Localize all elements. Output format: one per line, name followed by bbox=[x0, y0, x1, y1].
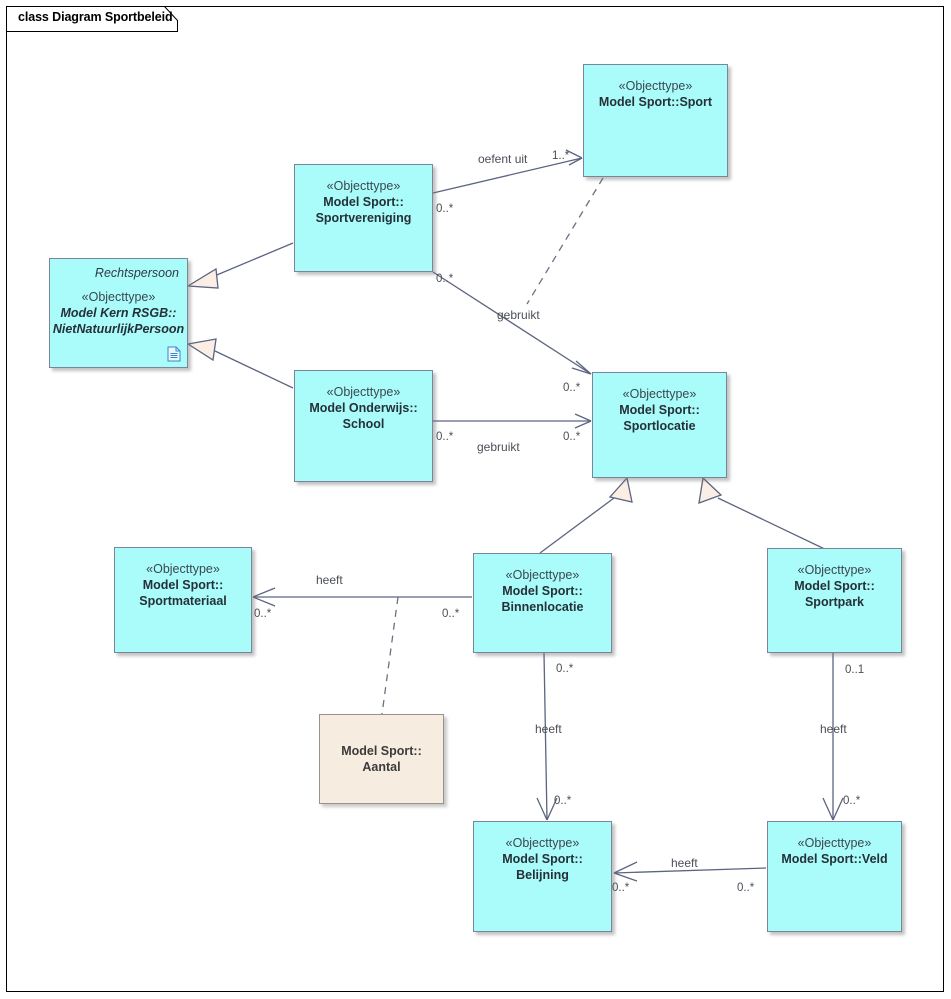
multiplicity-binnenlocatie-belijning-end: 0..* bbox=[556, 663, 574, 675]
class-name: Model Sport:: Sportvereniging bbox=[315, 195, 412, 225]
class-stereotype: «Objecttype» bbox=[326, 179, 401, 193]
note-box-aantal[interactable]: Model Sport:: Aantal bbox=[319, 714, 444, 804]
class-stereotype: «Objecttype» bbox=[146, 562, 220, 576]
title-tab-shape bbox=[6, 6, 178, 32]
class-name: Model Sport:: Sportmateriaal bbox=[139, 578, 227, 608]
class-name: Model Kern RSGB:: NietNatuurlijkPersoon bbox=[52, 306, 185, 336]
multiplicity-belijning-from-veld: 0..* bbox=[612, 882, 630, 894]
class-stereotype: «Objecttype» bbox=[505, 568, 580, 582]
multiplicity-sportlocatie-from-school: 0..* bbox=[563, 431, 581, 443]
note-name: Model Sport:: Aantal bbox=[341, 744, 422, 774]
edge-label-heeft-veld: heeft bbox=[820, 722, 847, 736]
multiplicity-sportvereniging-sport: 0..* bbox=[436, 203, 454, 215]
class-box-nietnatuurlijkpersoon[interactable]: Rechtspersoon «Objecttype» Model Kern RS… bbox=[49, 258, 188, 368]
class-stereotype: «Objecttype» bbox=[797, 836, 872, 850]
class-box-sport[interactable]: «Objecttype» Model Sport::Sport bbox=[583, 64, 728, 177]
diagram-title: class Diagram Sportbeleid bbox=[18, 10, 173, 24]
class-stereotype: «Objecttype» bbox=[81, 290, 156, 304]
class-box-sportmateriaal[interactable]: «Objecttype» Model Sport:: Sportmateriaa… bbox=[114, 547, 252, 653]
edge-label-gebruikt-school: gebruikt bbox=[477, 440, 520, 454]
class-box-sportvereniging[interactable]: «Objecttype» Model Sport:: Sportverenigi… bbox=[294, 164, 433, 272]
class-name: Model Onderwijs:: School bbox=[309, 401, 418, 431]
class-name: Model Sport:: Binnenlocatie bbox=[501, 584, 584, 614]
class-box-binnenlocatie[interactable]: «Objecttype» Model Sport:: Binnenlocatie bbox=[473, 553, 612, 653]
document-icon bbox=[167, 346, 181, 362]
multiplicity-sportpark-veld-end: 0..1 bbox=[845, 664, 865, 676]
multiplicity-sportmateriaal-end: 0..* bbox=[254, 608, 272, 620]
class-box-sportpark[interactable]: «Objecttype» Model Sport:: Sportpark bbox=[767, 548, 902, 653]
multiplicity-school-sportlocatie: 0..* bbox=[436, 431, 454, 443]
multiplicity-veld-from-sportpark: 0..* bbox=[843, 795, 861, 807]
edge-label-heeft-belijning: heeft bbox=[535, 722, 562, 736]
diagram-title-tab: class Diagram Sportbeleid bbox=[6, 6, 186, 32]
edge-label-oefent-uit: oefent uit bbox=[478, 152, 528, 166]
class-stereotype: «Objecttype» bbox=[622, 387, 697, 401]
class-box-belijning[interactable]: «Objecttype» Model Sport:: Belijning bbox=[473, 821, 612, 932]
multiplicity-veld-belijning-end: 0..* bbox=[737, 882, 755, 894]
class-name: Model Sport:: Sportpark bbox=[794, 579, 875, 609]
class-stereotype: «Objecttype» bbox=[326, 385, 401, 399]
multiplicity-sportvereniging-sportlocatie: 0..* bbox=[436, 273, 454, 285]
class-stereotype: «Objecttype» bbox=[797, 563, 872, 577]
class-box-sportlocatie[interactable]: «Objecttype» Model Sport:: Sportlocatie bbox=[592, 372, 727, 478]
class-name: Model Sport:: Sportlocatie bbox=[619, 403, 700, 433]
class-name: Model Sport:: Belijning bbox=[502, 852, 583, 882]
diagram-frame bbox=[6, 6, 944, 992]
class-qualified-owner: Rechtspersoon bbox=[94, 266, 179, 280]
class-box-veld[interactable]: «Objecttype» Model Sport::Veld bbox=[767, 821, 902, 932]
multiplicity-binnenlocatie-materiaal-end: 0..* bbox=[442, 608, 460, 620]
edge-label-gebruikt-sportvereniging: gebruikt bbox=[497, 308, 540, 322]
class-name: Model Sport::Veld bbox=[781, 852, 888, 866]
edge-label-heeft-veld-belijning: heeft bbox=[671, 856, 698, 870]
multiplicity-sportlocatie-from-vereniging: 0..* bbox=[563, 382, 581, 394]
class-stereotype: «Objecttype» bbox=[505, 836, 580, 850]
multiplicity-sport-target: 1..* bbox=[552, 150, 570, 162]
class-box-school[interactable]: «Objecttype» Model Onderwijs:: School bbox=[294, 370, 433, 482]
edge-label-heeft-sportmateriaal: heeft bbox=[316, 573, 343, 587]
class-name: Model Sport::Sport bbox=[598, 95, 713, 109]
multiplicity-belijning-from-binnenlocatie: 0..* bbox=[554, 795, 572, 807]
class-stereotype: «Objecttype» bbox=[618, 79, 693, 93]
